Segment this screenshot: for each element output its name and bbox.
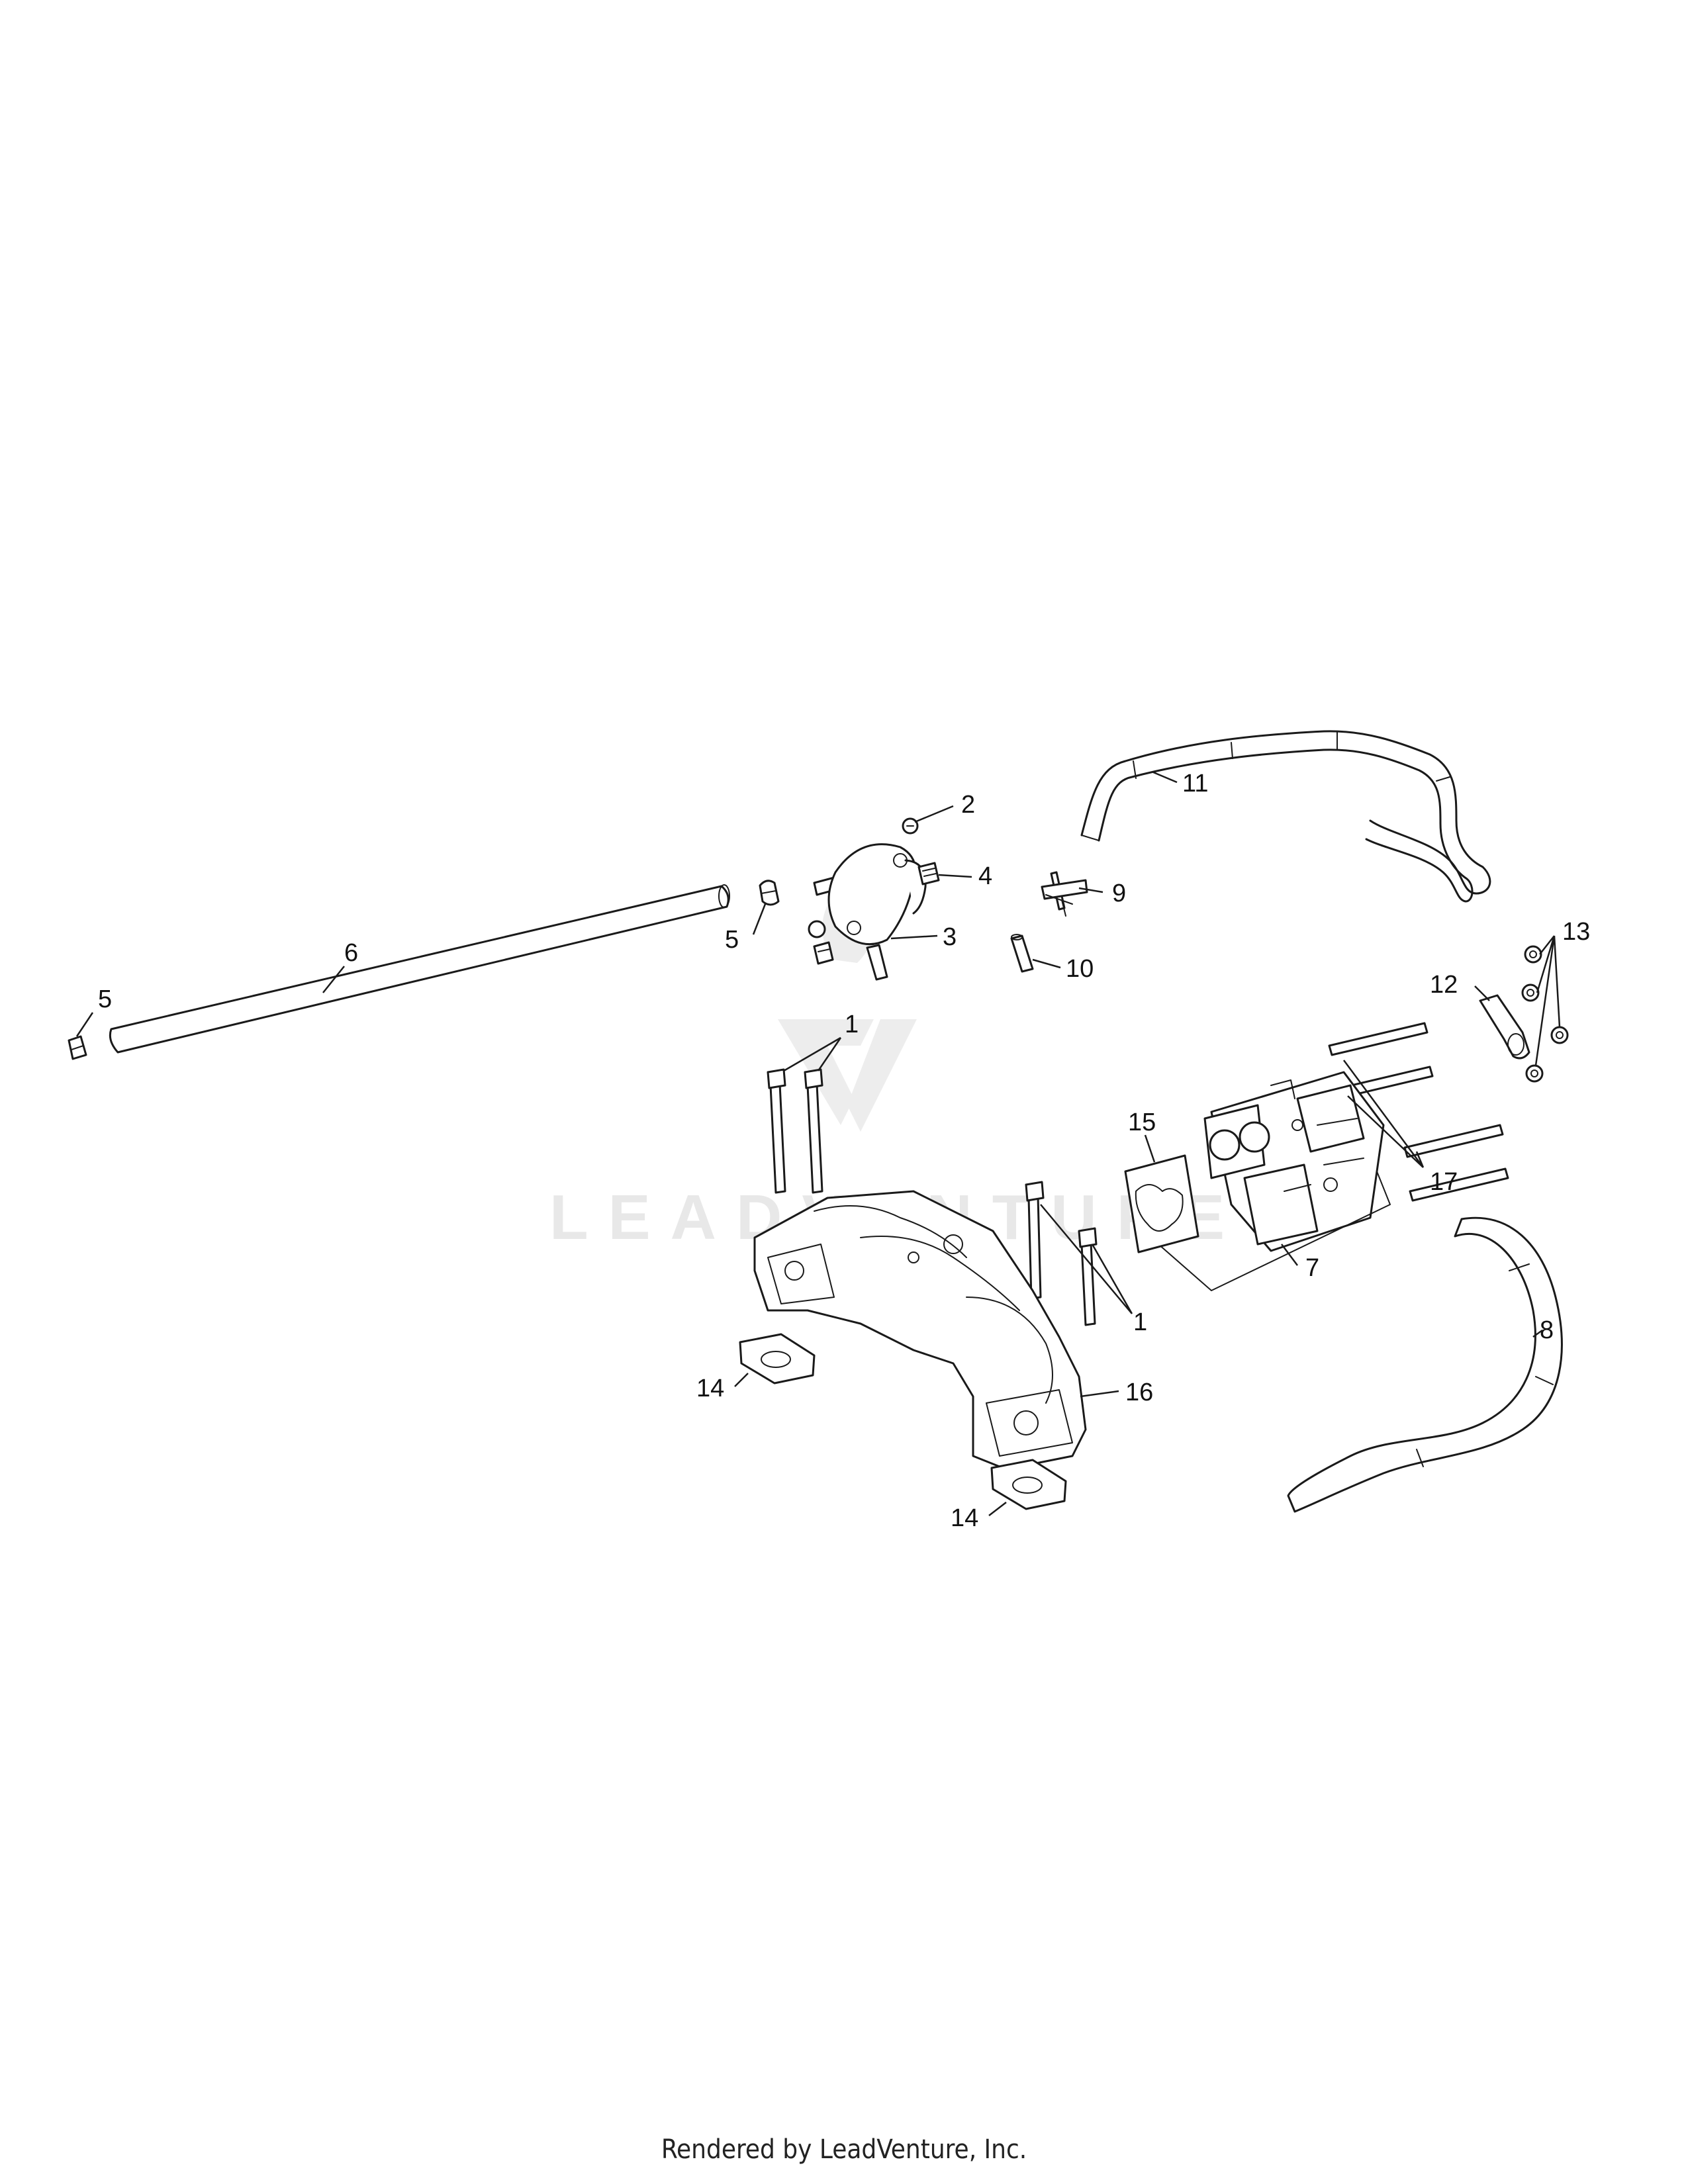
leader-lines xyxy=(75,770,1561,1516)
callout-11: 11 xyxy=(1182,770,1208,797)
callout-1-lower: 1 xyxy=(1133,1308,1147,1336)
callout-2: 2 xyxy=(961,791,975,819)
leader-9 xyxy=(1078,887,1103,893)
part-6-fuel-tube xyxy=(109,884,730,1054)
callout-14-lower: 14 xyxy=(951,1504,978,1532)
leader-15 xyxy=(1144,1134,1156,1163)
callout-13: 13 xyxy=(1562,918,1590,946)
leader-16 xyxy=(1080,1390,1119,1398)
part-5-clamp-right xyxy=(759,880,780,906)
footer-credit: Rendered by LeadVenture, Inc. xyxy=(661,2134,1027,2165)
callout-8: 8 xyxy=(1540,1316,1554,1344)
part-14-gasket-lower xyxy=(990,1459,1067,1510)
part-3-fuel-pump xyxy=(813,843,927,981)
part-2-cap xyxy=(902,817,919,835)
part-13-nuts xyxy=(1521,945,1569,1083)
leader-5-left xyxy=(75,1012,94,1037)
part-9-fuel-fitting xyxy=(1041,871,1088,917)
callout-10: 10 xyxy=(1066,955,1094,983)
leader-14-upper xyxy=(734,1373,749,1387)
part-8-hose xyxy=(1287,1216,1563,1513)
part-14-gasket-upper xyxy=(739,1333,816,1385)
callout-9: 9 xyxy=(1112,880,1126,907)
leader-8 xyxy=(1532,1329,1543,1338)
callout-12: 12 xyxy=(1430,971,1458,999)
callout-4: 4 xyxy=(978,862,992,890)
callout-1-upper: 1 xyxy=(845,1011,859,1038)
leader-4 xyxy=(938,874,972,878)
part-5-clamp-left xyxy=(68,1035,87,1060)
leader-14-lower xyxy=(988,1502,1007,1516)
callout-3: 3 xyxy=(943,923,957,951)
leader-10 xyxy=(1032,958,1061,969)
part-11-fuel-hose xyxy=(1080,730,1491,903)
callout-14-upper: 14 xyxy=(696,1375,724,1402)
leader-5-right xyxy=(752,903,767,935)
leader-7 xyxy=(1281,1244,1298,1266)
leader-17 xyxy=(1342,1060,1425,1168)
callout-16: 16 xyxy=(1125,1379,1153,1406)
leader-3 xyxy=(890,934,938,940)
leader-6 xyxy=(322,966,345,993)
leader-1-upper xyxy=(783,1036,842,1072)
pump-fitting xyxy=(808,920,834,965)
part-4-clip xyxy=(917,862,940,886)
part-10-short-hose xyxy=(1010,934,1034,973)
leader-13 xyxy=(1534,935,1561,1066)
part-15-gasket xyxy=(1124,1154,1199,1253)
part-17-studs xyxy=(1328,1022,1509,1202)
part-7-carburetor xyxy=(1158,1071,1391,1291)
callout-17: 17 xyxy=(1430,1168,1458,1196)
callout-7: 7 xyxy=(1305,1254,1319,1282)
part-1-bolts xyxy=(767,1068,1098,1326)
callout-15: 15 xyxy=(1128,1109,1156,1136)
leader-2 xyxy=(914,805,954,823)
leader-1-lower xyxy=(1040,1204,1133,1314)
callouts: 1 1 2 3 4 5 5 6 7 8 9 10 11 12 13 14 14 … xyxy=(98,770,1590,1532)
callout-5-left: 5 xyxy=(98,985,112,1013)
callout-6: 6 xyxy=(344,939,358,967)
part-12-bracket xyxy=(1479,994,1530,1060)
callout-5-right: 5 xyxy=(725,926,739,954)
leader-11 xyxy=(1151,770,1178,784)
leader-12 xyxy=(1474,985,1490,1001)
